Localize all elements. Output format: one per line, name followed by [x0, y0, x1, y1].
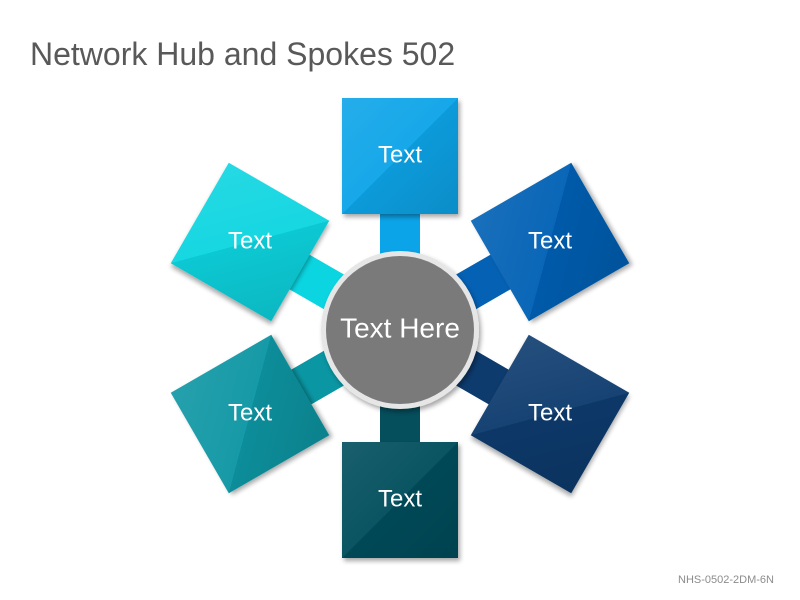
diagram-code: NHS-0502-2DM-6N [678, 574, 774, 586]
spoke-bottom-right[interactable]: Text [470, 334, 630, 494]
spoke-top-left[interactable]: Text [170, 162, 330, 322]
hub[interactable]: Text Here [321, 251, 479, 409]
spoke-bottom[interactable]: Text [342, 442, 458, 558]
spoke-top-right-label: Text [528, 227, 572, 254]
spoke-bottom-left-label: Text [228, 399, 272, 426]
spoke-bottom-label: Text [378, 485, 422, 512]
spoke-top[interactable]: Text [342, 98, 458, 214]
hub-inner-circle [326, 256, 474, 404]
page-title: Network Hub and Spokes 502 [30, 36, 456, 72]
spoke-top-label: Text [378, 141, 422, 168]
spoke-top-right[interactable]: Text [470, 162, 630, 322]
spoke-bottom-left[interactable]: Text [170, 334, 330, 494]
spoke-top-left-label: Text [228, 227, 272, 254]
hub-label: Text Here [340, 312, 460, 343]
spoke-bottom-right-label: Text [528, 399, 572, 426]
